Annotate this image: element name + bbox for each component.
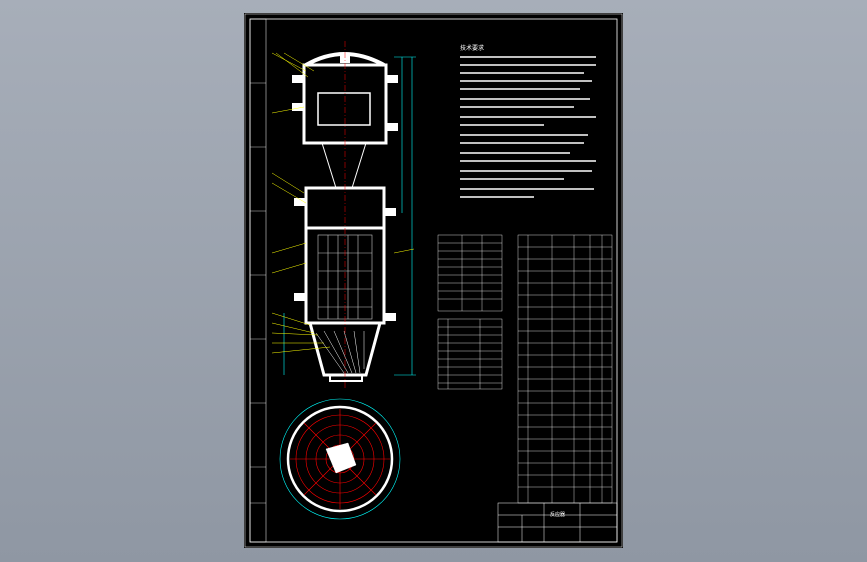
title-block-name: 反应器 <box>550 512 566 518</box>
engineering-drawing <box>244 13 623 548</box>
title-block <box>497 502 618 543</box>
notes-heading: 技术要求 <box>460 45 485 52</box>
cone-hatch <box>315 330 365 374</box>
nozzle-table <box>437 318 503 390</box>
outer-frame <box>244 13 623 548</box>
drawing-sheet: 技术要求 反应器 <box>244 13 623 548</box>
design-data-table <box>437 234 503 312</box>
technical-notes <box>460 56 596 198</box>
leader-lines <box>271 52 415 354</box>
parts-list-table <box>517 234 613 504</box>
dimension-lines <box>283 56 416 376</box>
binding-strip-ticks <box>250 82 266 504</box>
plan-view <box>279 398 401 520</box>
binding-strip <box>249 18 267 543</box>
